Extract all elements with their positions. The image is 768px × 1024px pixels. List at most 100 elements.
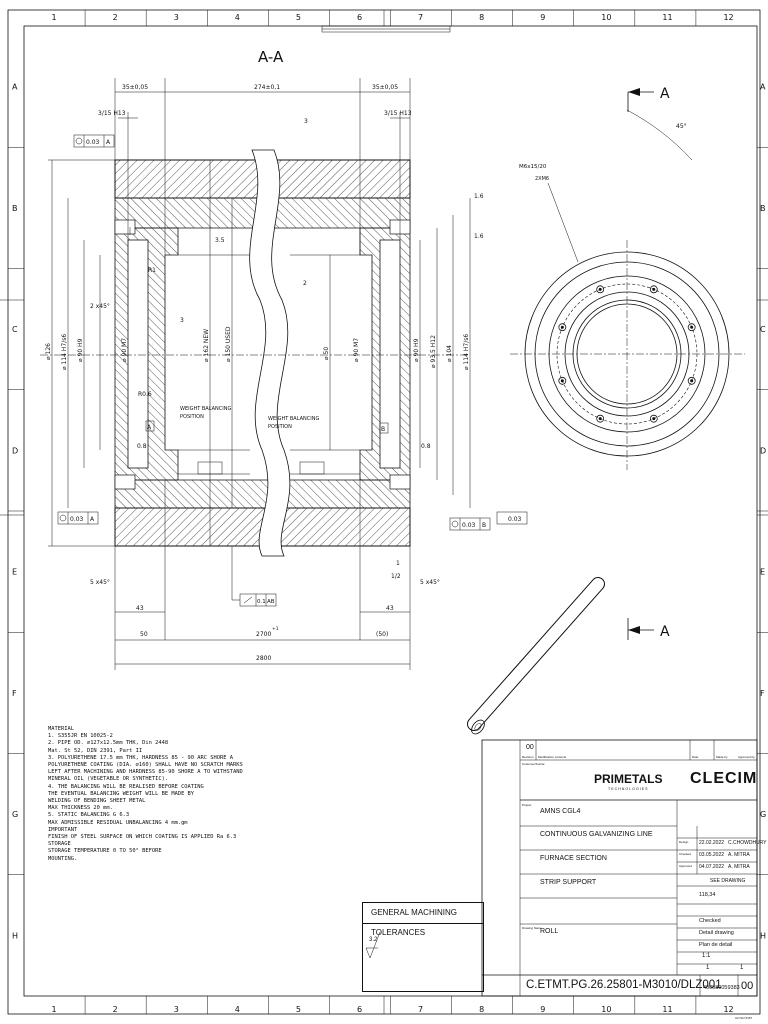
note-line: STORAGE TEMPERATURE 0 TO 50° BEFORE: [48, 848, 162, 855]
dim-50-ref: (50): [376, 631, 388, 638]
column-label: 10: [601, 1005, 611, 1014]
roughness-0-8-right: 0.8: [421, 443, 431, 450]
dim-2700: 2700: [256, 631, 271, 638]
bolt-hole: [558, 376, 567, 385]
line-name: CONTINUOUS GALVANIZING LINE: [540, 831, 653, 838]
roughness-1-6-top: 1.6: [474, 193, 484, 200]
column-label: 5: [296, 1005, 301, 1014]
note-line: 2. PIPE OD. ⌀127x12.5mm THK, Din 2448: [48, 740, 169, 747]
sheet-total: 1: [740, 965, 744, 971]
tolerance-frame-bottom-right: 0.03 B 0.03: [449, 511, 528, 531]
part-label-3: 3: [304, 118, 308, 125]
note-line: POLYURETHENE COATING (DIA. ⌀160) SHALL H…: [48, 762, 243, 769]
title-block-frame: [481, 739, 758, 997]
row-label: F: [760, 689, 765, 698]
column-label: 2: [113, 1005, 118, 1014]
note-line: Mat. St 52, DIN 2391, Part II: [48, 747, 143, 754]
tolerance-ref: A: [90, 516, 95, 523]
datum-b: B: [381, 426, 385, 433]
row-label: B: [12, 204, 18, 213]
column-label: 3: [174, 1005, 179, 1014]
column-label: 2: [113, 13, 118, 22]
column-label: 8: [479, 1005, 484, 1014]
part-label-1: 1: [396, 560, 400, 567]
dim-right-width: 35±0,05: [372, 84, 398, 91]
approval-date: 04.07.2022: [699, 864, 725, 870]
rev-header-4: Approved by: [738, 755, 755, 759]
brand-primetals-sub: TECHNOLOGIES: [608, 787, 649, 791]
scale: 1:1: [702, 953, 711, 959]
dim-radius-1: R1: [148, 267, 156, 274]
approval-label: Checked: [679, 852, 691, 856]
row-label: G: [760, 810, 766, 819]
column-label: 6: [357, 1005, 362, 1014]
bolt-hole: [687, 323, 696, 332]
rev-header-3: Made by: [716, 755, 728, 759]
dim-d162: ⌀ 162 NEW: [203, 329, 210, 362]
approval-name: A. MITRA: [728, 852, 750, 858]
tolerance-ref: B: [482, 522, 486, 529]
dim-d150: ⌀ 150 USED: [225, 326, 232, 362]
weight-balancing-left: WEIGHT BALANCING: [180, 406, 231, 412]
approval-name: C.CHOWDHURY: [728, 840, 767, 846]
brand-primetals: PRIMETALS: [594, 772, 663, 786]
section-arrows: A A: [627, 86, 670, 640]
column-label: 7: [418, 13, 423, 22]
column-label: 4: [235, 1005, 240, 1014]
brand-clecim: CLECIM: [690, 770, 758, 787]
note-line: MAX ADMISSIBLE RESIDUAL UNBALANCING 4 mm…: [48, 819, 188, 826]
row-label: D: [760, 446, 766, 455]
weight-note: SEE DRAWING: [710, 878, 746, 884]
drawing-number: C.ETMT.PG.26.25801-M3010/DLZ001: [526, 979, 722, 991]
weight-balancing-left-2: POSITION: [180, 414, 204, 420]
datum-a: A: [147, 424, 152, 431]
note-line: MOUNTING.: [48, 855, 78, 862]
row-label: E: [12, 568, 17, 577]
dimension-texts: 35±0,05 274±0,1 35±0,05 3/15 H13 3/15 H1…: [90, 84, 484, 662]
bolt-hole: [649, 285, 658, 294]
section-label-bottom: A: [660, 624, 670, 640]
dim-d90m7-right: ⌀ 90 M7: [353, 338, 360, 362]
row-label: F: [12, 689, 17, 698]
tolerance-value: 0.03: [70, 516, 84, 523]
column-label: 6: [357, 13, 362, 22]
note-line: 3. POLYURETHENE 17.5 mm THK, HARDNESS 85…: [48, 754, 233, 761]
thread-spec: M6x15/20: [519, 164, 547, 170]
sheet-number: 1: [706, 965, 710, 971]
approval-date: 03.05.2022: [699, 852, 725, 858]
dim-chamfer-left: 3/15 H13: [98, 110, 126, 117]
dim-d50: ⌀ 50: [323, 347, 330, 360]
scale-ruler: [321, 25, 451, 33]
general-tolerances-title: GENERAL MACHINING TOLERANCES: [363, 903, 483, 937]
dim-d90h9: ⌀ 90 H9: [77, 338, 84, 362]
row-label: B: [760, 204, 766, 213]
dim-43-left: 43: [136, 605, 144, 612]
note-line: MATERIAL: [48, 726, 74, 732]
column-label: 3: [174, 13, 179, 22]
column-label: 5: [296, 13, 301, 22]
roughness-symbol: [365, 931, 381, 959]
row-label: E: [760, 568, 765, 577]
dim-d90m7: ⌀ 90 M7: [121, 338, 128, 362]
column-label: 7: [418, 1005, 423, 1014]
diameter-labels: ⌀ 126 ⌀ 114 H7/s6 ⌀ 90 H9 ⌀ 90 M7 ⌀ 162 …: [45, 326, 470, 370]
weight: 118,34: [699, 892, 716, 898]
note-line: FINISH OF STEEL SURFACE ON WHICH COATING…: [48, 834, 237, 841]
dim-d126: ⌀ 126: [45, 343, 52, 360]
status-checked: Checked: [699, 918, 721, 924]
project-label: Project: [522, 803, 532, 807]
isometric-roll: [467, 577, 605, 735]
dim-chamfer-5x45-right: 5 x45°: [420, 579, 440, 586]
tolerance-ref: A: [106, 139, 111, 146]
row-label: G: [12, 810, 18, 819]
rev-header-2: Date: [692, 755, 699, 759]
row-label: A: [760, 83, 766, 92]
tolerance-frame-bottom-left: 0.03 A: [57, 511, 99, 525]
dim-2700-tol: +1: [272, 626, 279, 632]
roughness-0-8-left: 0.8: [137, 443, 147, 450]
dim-d114: ⌀ 114 H7/s6: [61, 334, 68, 370]
note-line: 5. STATIC BALANCING G 6.3: [48, 812, 130, 819]
angle-45: 45°: [676, 123, 687, 130]
